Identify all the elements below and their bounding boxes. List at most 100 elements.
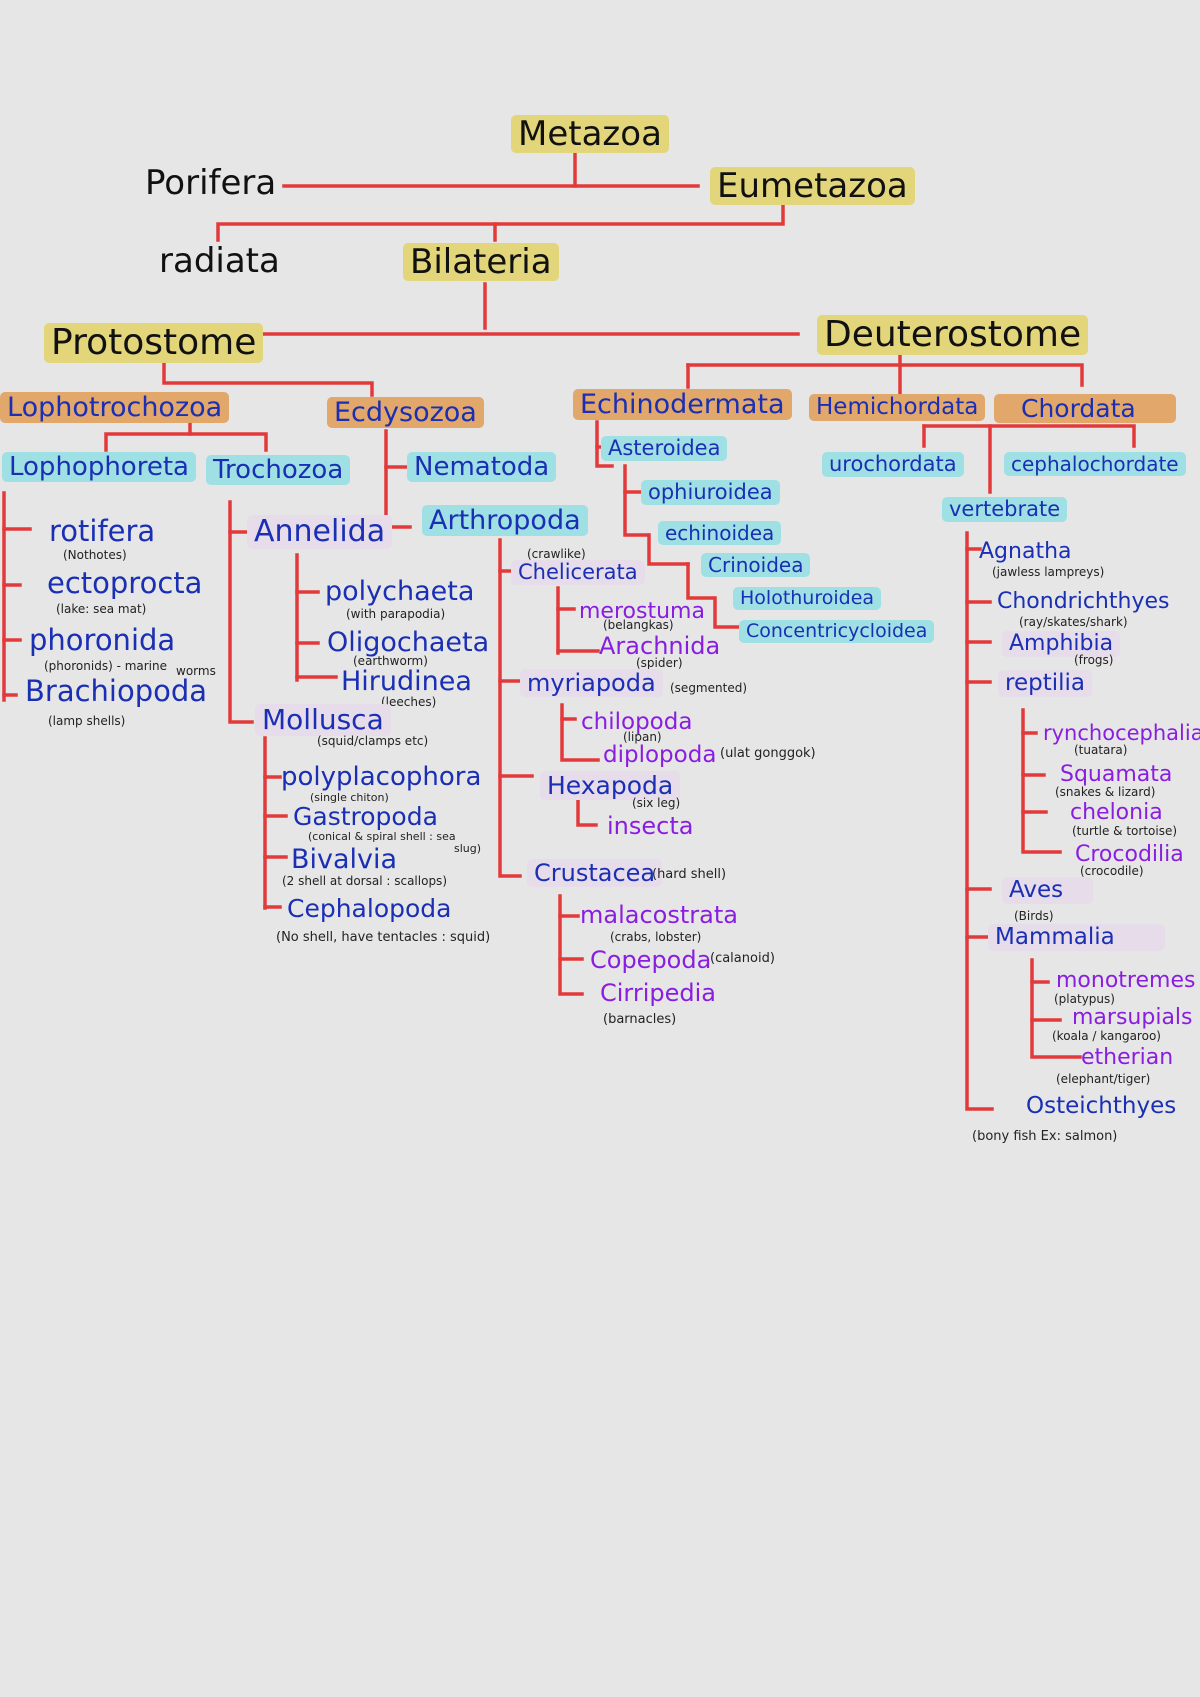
node-gastropoda: Gastropoda <box>293 802 438 831</box>
node-squamata: Squamata <box>1060 762 1173 787</box>
node-aves: Aves <box>1002 877 1094 904</box>
note-malacostraca: (crabs, lobster) <box>610 930 702 944</box>
note-copepoda: (calanoid) <box>710 951 775 966</box>
node-brachiopoda: Brachiopoda <box>25 674 208 708</box>
note-bivalvia: (2 shell at dorsal : scallops) <box>282 874 447 888</box>
note-hirudinea: (leeches) <box>381 695 437 709</box>
node-mammalia: Mammalia <box>988 924 1165 951</box>
note-polyplacophora: (single chiton) <box>310 791 389 804</box>
node-diplopoda: diplopoda <box>603 742 717 768</box>
note-crocodilia: (crocodile) <box>1080 864 1144 878</box>
node-osteichthyes: Osteichthyes <box>1026 1093 1177 1119</box>
node-mollusca: Mollusca <box>255 704 391 736</box>
note-monotremes: (platypus) <box>1054 992 1115 1006</box>
note-marsupials: (koala / kangaroo) <box>1052 1029 1161 1043</box>
note-chondrichthyes: (ray/skates/shark) <box>1019 615 1128 629</box>
node-hirudinea: Hirudinea <box>341 666 472 697</box>
note-polychaeta: (with parapodia) <box>346 607 446 621</box>
note-amphibia: (frogs) <box>1074 653 1114 667</box>
node-echinodermata: Echinodermata <box>573 389 792 420</box>
node-echinoidea: echinoidea <box>658 521 782 545</box>
node-asteroidea: Asteroidea <box>601 436 728 461</box>
node-cephalopoda: Cephalopoda <box>287 894 452 923</box>
note-chelonia: (turtle & tortoise) <box>1072 824 1178 838</box>
node-holothuroidea: Holothuroidea <box>733 587 882 610</box>
node-annelida: Annelida <box>247 515 393 549</box>
node-ectoprocta: ectoprocta <box>47 566 203 600</box>
note-ectoprocta: (lake: sea mat) <box>56 602 147 616</box>
node-eumetazoa: Eumetazoa <box>710 167 915 205</box>
node-urochordata: urochordata <box>822 452 964 477</box>
note-mollusca: (squid/clamps etc) <box>317 734 429 748</box>
note-myriapoda: (segmented) <box>670 681 747 695</box>
note-brachiopoda: (lamp shells) <box>48 714 126 728</box>
node-monotremes: monotremes <box>1056 968 1196 993</box>
node-oligochaeta: Oligochaeta <box>327 627 490 658</box>
node-chilopoda: chilopoda <box>581 709 693 735</box>
node-radiata: radiata <box>159 241 280 281</box>
node-marsupials: marsupials <box>1072 1005 1193 1030</box>
node-lophotrochozoa: Lophotrochozoa <box>0 392 230 423</box>
note-merostoma: (belangkas) <box>603 618 674 632</box>
node-cephalochordata: cephalochordate <box>1004 452 1186 476</box>
node-nematoda: Nematoda <box>407 452 557 482</box>
note-rhynchocephalia: (tuatara) <box>1074 743 1128 757</box>
note-agnatha: (jawless lampreys) <box>992 565 1105 579</box>
note-squamata: (snakes & lizard) <box>1055 785 1156 799</box>
node-metazoa: Metazoa <box>511 115 669 153</box>
node-polyplacophora: polyplacophora <box>281 762 482 792</box>
note-crawlike: (crawlike) <box>527 547 586 561</box>
note-cephalopoda: (No shell, have tentacles : squid) <box>276 930 491 945</box>
note-hexapoda: (six leg) <box>632 796 681 810</box>
node-agnatha: Agnatha <box>979 539 1072 564</box>
node-ophiuroidea: ophiuroidea <box>641 480 780 505</box>
node-malacostraca: malacostrata <box>580 901 738 929</box>
node-hexapoda: Hexapoda <box>540 771 681 800</box>
note-gastropoda: (conical & spiral shell : sea <box>308 830 456 843</box>
node-rhynchocephalia: rynchocephalia <box>1043 721 1200 745</box>
node-bivalvia: Bivalvia <box>291 844 398 875</box>
note-crustacea: (hard shell) <box>652 867 727 882</box>
note-gastropoda-2: slug) <box>454 842 482 855</box>
node-insecta: insecta <box>607 812 694 840</box>
node-polychaeta: polychaeta <box>325 576 475 607</box>
node-reptilia: reptilia <box>998 670 1092 697</box>
node-bilateria: Bilateria <box>403 243 559 281</box>
node-cirripedia: Cirripedia <box>600 979 717 1007</box>
note-cirripedia: (barnacles) <box>603 1012 677 1027</box>
node-arachnida: Arachnida <box>599 632 721 660</box>
note-arachnida: (spider) <box>636 656 683 670</box>
node-trochozoa: Trochozoa <box>206 455 351 485</box>
node-concentricycloidea: Concentricycloidea <box>739 620 935 643</box>
node-eutherian: etherian <box>1081 1045 1174 1070</box>
node-amphibia: Amphibia <box>1002 631 1121 657</box>
node-rotifera: rotifera <box>49 514 156 548</box>
node-porifera: Porifera <box>145 163 277 203</box>
node-chordata: Chordata <box>994 394 1176 423</box>
note-oligochaeta: (earthworm) <box>353 654 428 668</box>
node-myriapoda: myriapoda <box>520 669 663 697</box>
note-diplopoda: (ulat gonggok) <box>720 746 816 761</box>
node-chelonia: chelonia <box>1070 800 1163 825</box>
note-rotifera: (Nothotes) <box>63 548 127 562</box>
node-chelicerata: Chelicerata <box>511 560 645 585</box>
node-protostome: Protostome <box>44 323 264 363</box>
node-phoronida: phoronida <box>29 623 176 657</box>
node-chondrichthyes: Chondrichthyes <box>997 589 1170 614</box>
note-worms: worms <box>176 664 216 678</box>
node-hemichordata: Hemichordata <box>809 394 986 421</box>
node-crustacea: Crustacea <box>527 859 663 887</box>
note-eutherian: (elephant/tiger) <box>1056 1072 1151 1086</box>
note-aves: (Birds) <box>1014 909 1054 923</box>
node-lophophorata: Lophophoreta <box>2 452 196 482</box>
node-crocodilia: Crocodilia <box>1075 842 1184 867</box>
node-crinoidea: Crinoidea <box>701 553 811 577</box>
node-arthropoda: Arthropoda <box>422 505 588 536</box>
node-copepoda: Copepoda <box>590 946 712 974</box>
node-vertebrate: vertebrate <box>942 497 1068 522</box>
node-ecdysozoa: Ecdysozoa <box>327 397 484 428</box>
note-chilopoda: (lipan) <box>623 730 662 744</box>
node-deuterostome: Deuterostome <box>817 315 1089 355</box>
